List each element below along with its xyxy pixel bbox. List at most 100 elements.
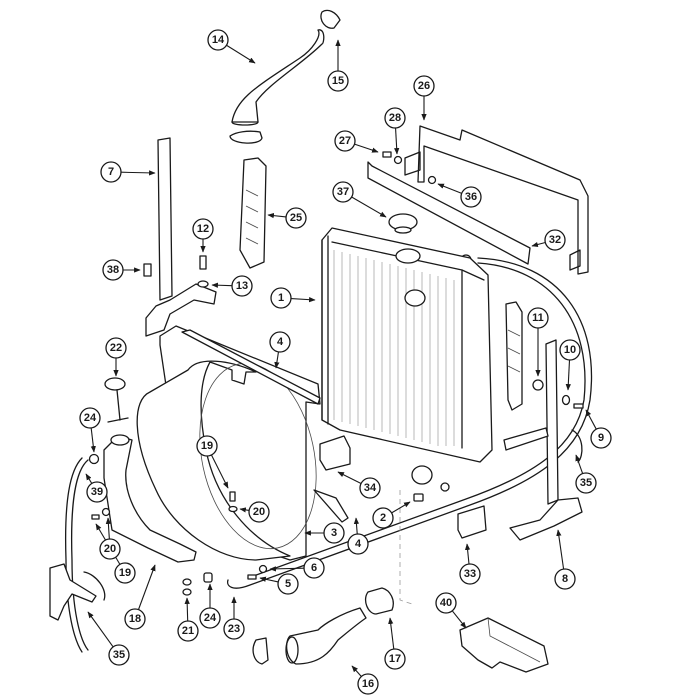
callout-1-circle bbox=[270, 287, 292, 309]
callout-14-circle bbox=[207, 29, 229, 51]
callout-5-leader bbox=[259, 576, 279, 583]
callout-7: 7 bbox=[100, 161, 122, 183]
callout-19-left-circle bbox=[114, 562, 136, 584]
mount-pad-34 bbox=[319, 435, 351, 471]
callout-33-leader bbox=[464, 543, 471, 565]
callout-4-upper-number: 4 bbox=[277, 336, 284, 348]
callout-14: 14 bbox=[207, 29, 229, 51]
callout-13-circle bbox=[231, 275, 253, 297]
callout-33: 33 bbox=[459, 563, 481, 585]
air-duct-40 bbox=[459, 617, 549, 673]
callout-6-circle bbox=[303, 557, 325, 579]
callout-40-circle bbox=[435, 592, 457, 614]
callout-35-right: 35 bbox=[575, 472, 597, 494]
callout-21-number: 21 bbox=[182, 625, 194, 637]
callout-4-upper-circle bbox=[269, 331, 291, 353]
callout-38: 38 bbox=[102, 259, 124, 281]
callout-27-number: 27 bbox=[339, 135, 351, 147]
callout-17-circle bbox=[384, 648, 406, 670]
bolt-38 bbox=[143, 263, 152, 277]
callout-17-number: 17 bbox=[389, 653, 401, 665]
callout-25-circle bbox=[285, 207, 307, 229]
side-baffle bbox=[239, 157, 267, 269]
callout-34-circle bbox=[359, 477, 381, 499]
callout-20-left-number: 20 bbox=[104, 543, 116, 555]
callout-25: 25 bbox=[285, 207, 307, 229]
callout-34-number: 34 bbox=[364, 482, 377, 494]
callout-11-number: 11 bbox=[532, 312, 544, 324]
callout-19-left-number: 19 bbox=[119, 567, 131, 579]
screw-27 bbox=[382, 151, 392, 158]
fan-shroud bbox=[136, 325, 321, 561]
callout-8-circle bbox=[554, 568, 576, 590]
callout-14-number: 14 bbox=[212, 34, 225, 46]
overflow-pipe-39 bbox=[65, 457, 89, 653]
callout-36-leader bbox=[437, 183, 462, 194]
callout-8-leader bbox=[556, 529, 565, 570]
callout-15-number: 15 bbox=[332, 75, 344, 87]
callout-35-left-number: 35 bbox=[113, 649, 125, 661]
callout-39-leader bbox=[85, 473, 93, 484]
callout-9-number: 9 bbox=[598, 432, 604, 444]
lower-outlet-pipe bbox=[411, 465, 433, 485]
callout-20-center-circle bbox=[248, 501, 270, 523]
callout-2-number: 2 bbox=[380, 512, 386, 524]
callout-9: 9 bbox=[590, 427, 612, 449]
callout-40-number: 40 bbox=[440, 597, 452, 609]
washer-10 bbox=[561, 394, 571, 406]
right-side-baffle bbox=[505, 301, 523, 411]
callout-37-circle bbox=[332, 181, 354, 203]
callout-7-leader bbox=[120, 170, 156, 176]
callout-35-right-circle bbox=[575, 472, 597, 494]
right-support-bracket bbox=[509, 339, 583, 541]
callout-15-circle bbox=[327, 70, 349, 92]
clip-24-bottom bbox=[203, 572, 213, 583]
callout-12-number: 12 bbox=[197, 223, 209, 235]
radiator-core bbox=[321, 227, 493, 492]
washer-20-center bbox=[228, 505, 238, 513]
callout-20-center: 20 bbox=[248, 501, 270, 523]
side-strap bbox=[503, 427, 549, 451]
callout-17-leader bbox=[388, 617, 395, 650]
callout-21-leader bbox=[184, 597, 190, 622]
bolt-12 bbox=[199, 255, 207, 270]
callout-32-number: 32 bbox=[549, 234, 561, 246]
callout-3: 3 bbox=[323, 522, 345, 544]
seal-strip-lower bbox=[313, 489, 349, 523]
callout-7-number: 7 bbox=[108, 166, 114, 178]
callout-20-left-circle bbox=[99, 538, 121, 560]
callout-26-circle bbox=[413, 75, 435, 97]
callout-22: 22 bbox=[105, 337, 127, 359]
callout-17: 17 bbox=[384, 648, 406, 670]
callout-5-circle bbox=[277, 573, 299, 595]
screw-5 bbox=[247, 574, 257, 580]
radiator-cap bbox=[388, 213, 418, 234]
callout-21: 21 bbox=[177, 620, 199, 642]
callout-18: 18 bbox=[124, 608, 146, 630]
callout-4-lower: 4 bbox=[347, 533, 369, 555]
callout-38-circle bbox=[102, 259, 124, 281]
callout-6-leader bbox=[269, 566, 305, 572]
callout-10: 10 bbox=[559, 339, 581, 361]
callout-4-upper: 4 bbox=[269, 331, 291, 353]
bottom-hose bbox=[285, 607, 367, 665]
callout-28-number: 28 bbox=[389, 112, 401, 124]
callout-4-upper-leader bbox=[274, 351, 280, 369]
callout-11-circle bbox=[527, 307, 549, 329]
callout-24-bottom-circle bbox=[199, 607, 221, 629]
callout-26: 26 bbox=[413, 75, 435, 97]
callout-20-center-number: 20 bbox=[253, 506, 265, 518]
bolt-9 bbox=[573, 403, 584, 409]
callout-23-circle bbox=[223, 618, 245, 640]
washer-13 bbox=[197, 280, 209, 288]
callout-15: 15 bbox=[327, 70, 349, 92]
callout-2-leader bbox=[391, 501, 411, 514]
callout-35-left: 35 bbox=[108, 644, 130, 666]
callout-19-center: 19 bbox=[196, 435, 218, 457]
screw-19-left bbox=[91, 514, 100, 520]
callout-16-circle bbox=[357, 673, 379, 695]
washer-20-left bbox=[101, 507, 111, 517]
callout-18-circle bbox=[124, 608, 146, 630]
callout-16: 16 bbox=[357, 673, 379, 695]
callout-36: 36 bbox=[460, 186, 482, 208]
